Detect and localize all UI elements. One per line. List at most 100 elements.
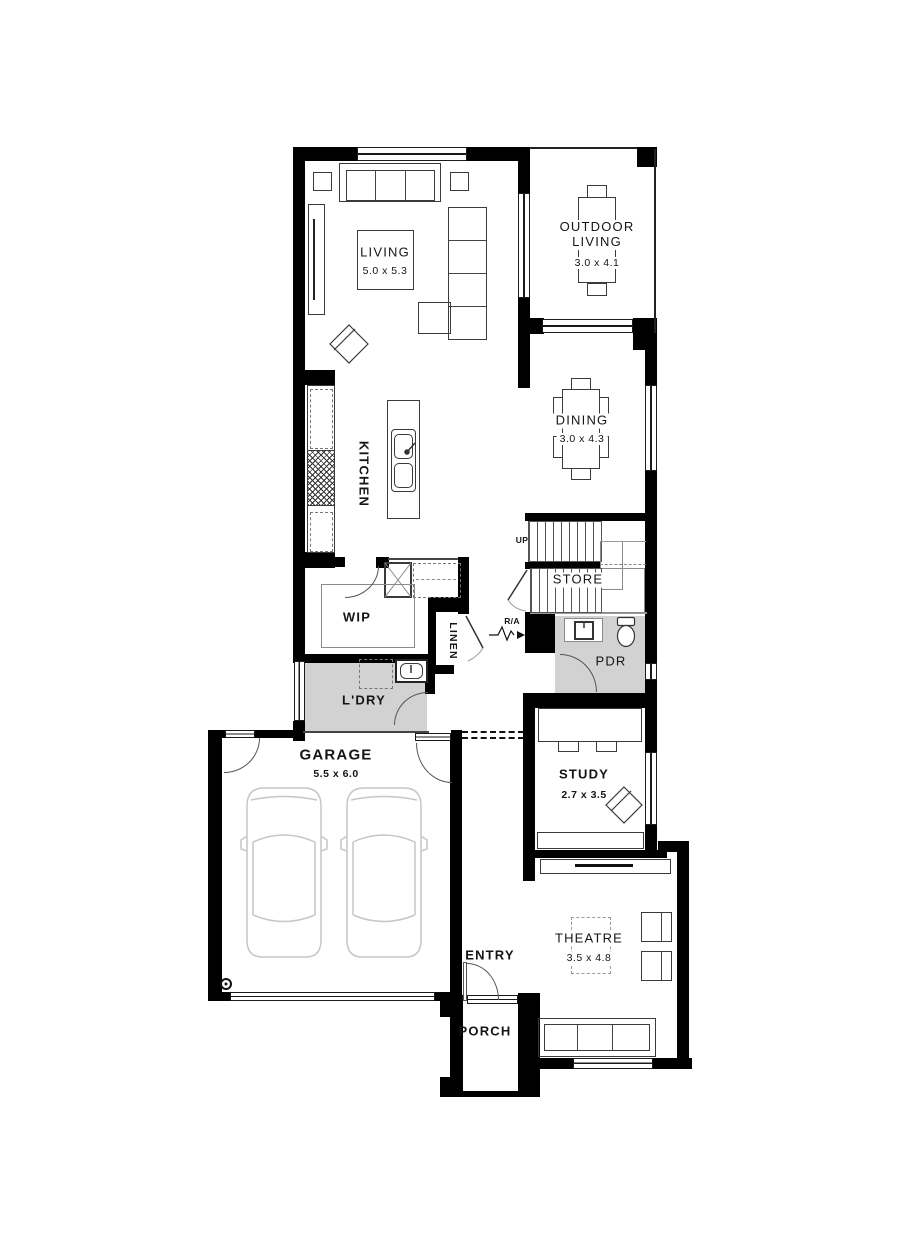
car-icon xyxy=(246,787,322,958)
wall-segment xyxy=(645,471,657,663)
wall-segment xyxy=(208,992,233,1001)
dining-table xyxy=(562,389,600,469)
return-air-arrow xyxy=(489,625,515,642)
room-label-entry: ENTRY xyxy=(465,947,515,963)
room-dims-theatre: 3.5 x 4.8 xyxy=(563,951,615,965)
structure-line xyxy=(530,147,637,149)
structure-line xyxy=(388,558,458,560)
car-windshield xyxy=(250,795,318,923)
ottoman xyxy=(418,302,451,334)
structure-line xyxy=(654,149,656,333)
wall-segment xyxy=(518,147,530,193)
car-icon xyxy=(346,787,422,958)
theatre-sofa-cushions xyxy=(544,1024,650,1051)
wall-segment xyxy=(451,730,462,742)
wall-segment xyxy=(645,825,657,852)
vanity-basin xyxy=(574,621,594,640)
wall-segment xyxy=(525,850,667,858)
room-label-garage: GARAGE xyxy=(299,746,373,764)
room-label-theatre: THEATRE xyxy=(551,931,627,947)
car-mirrors xyxy=(340,835,428,852)
wall-segment xyxy=(440,1091,540,1097)
room-dims-garage: 5.5 x 6.0 xyxy=(313,767,359,780)
wall-segment xyxy=(525,562,601,569)
window xyxy=(518,193,530,298)
theatre-seat xyxy=(641,912,672,942)
sink-basin xyxy=(394,463,413,488)
wall-segment xyxy=(531,1058,576,1069)
pantry-bench xyxy=(413,563,461,598)
outdoor-chair xyxy=(587,283,607,296)
sofa-divider xyxy=(375,171,376,200)
room-dims-living: 5.0 x 5.3 xyxy=(362,264,408,277)
structure-line xyxy=(303,731,429,733)
wall-segment xyxy=(425,663,435,694)
wall-segment xyxy=(637,147,657,167)
floor-waste-dot xyxy=(224,982,228,986)
desk xyxy=(538,708,642,742)
window xyxy=(573,1058,653,1069)
room-label-living: LIVING xyxy=(360,244,410,260)
tv-icon xyxy=(575,864,633,867)
wall-segment xyxy=(293,147,305,657)
window xyxy=(294,661,305,721)
car-mirrors xyxy=(240,835,328,852)
theatre-seat xyxy=(641,951,672,981)
garage-open-boundary xyxy=(462,731,524,739)
cooktop xyxy=(307,450,335,506)
wall-segment xyxy=(450,740,462,997)
appliance-space xyxy=(359,659,393,689)
wall-segment xyxy=(458,557,469,614)
theatre-seat-arm xyxy=(661,952,662,980)
wall-segment xyxy=(208,730,225,738)
structure-line xyxy=(530,612,647,614)
dining-chair xyxy=(571,378,591,390)
living-rug-outline xyxy=(357,230,414,290)
wall-segment xyxy=(525,612,555,653)
window xyxy=(645,663,657,680)
wall-segment xyxy=(440,1077,463,1094)
linen-door-arc xyxy=(467,647,484,662)
dining-chair xyxy=(571,468,591,480)
wall-segment xyxy=(376,557,389,568)
laundry-sink-basin xyxy=(400,663,423,679)
room-label-dining: DINING xyxy=(552,413,612,429)
sink-basin xyxy=(394,434,413,459)
window xyxy=(645,385,657,471)
room-label-porch: PORCH xyxy=(458,1023,512,1039)
window xyxy=(230,992,435,1001)
window xyxy=(225,730,255,738)
wall-segment xyxy=(677,841,689,1060)
room-label-pdr: PDR xyxy=(595,653,627,669)
window xyxy=(645,752,657,825)
room-label-wip: WIP xyxy=(342,609,372,625)
occasional-chair-line xyxy=(610,790,632,812)
front-door-leaf xyxy=(463,962,467,1001)
occasional-table xyxy=(329,324,369,364)
stairs-up-label: UP xyxy=(515,535,529,546)
stairs-landing-line xyxy=(600,541,646,542)
wall-segment xyxy=(518,993,540,1097)
chaise-sofa xyxy=(448,207,487,340)
wall-segment xyxy=(428,665,454,674)
wall-segment xyxy=(658,841,688,852)
return-air-arrowhead xyxy=(517,631,525,639)
desk-chair xyxy=(558,741,579,752)
chaise-divider xyxy=(449,240,486,241)
room-dims-study: 2.7 x 3.5 xyxy=(561,788,607,801)
pantry-bench-line xyxy=(416,579,456,580)
room-dims-dining: 3.0 x 4.3 xyxy=(556,432,608,446)
car-windshield xyxy=(350,795,418,923)
overhead-cupboard xyxy=(310,389,333,449)
sofa-divider xyxy=(577,1025,578,1050)
wall-segment xyxy=(450,1017,463,1079)
sofa-cushions xyxy=(346,170,435,201)
window xyxy=(542,319,633,333)
wall-segment xyxy=(428,597,468,612)
stairs-hidden-edge xyxy=(600,564,646,565)
front-door-arc xyxy=(467,963,499,1000)
occasional-chair xyxy=(605,786,643,824)
desk-chair xyxy=(596,741,617,752)
wall-segment xyxy=(293,370,335,385)
wall-segment xyxy=(293,557,345,567)
